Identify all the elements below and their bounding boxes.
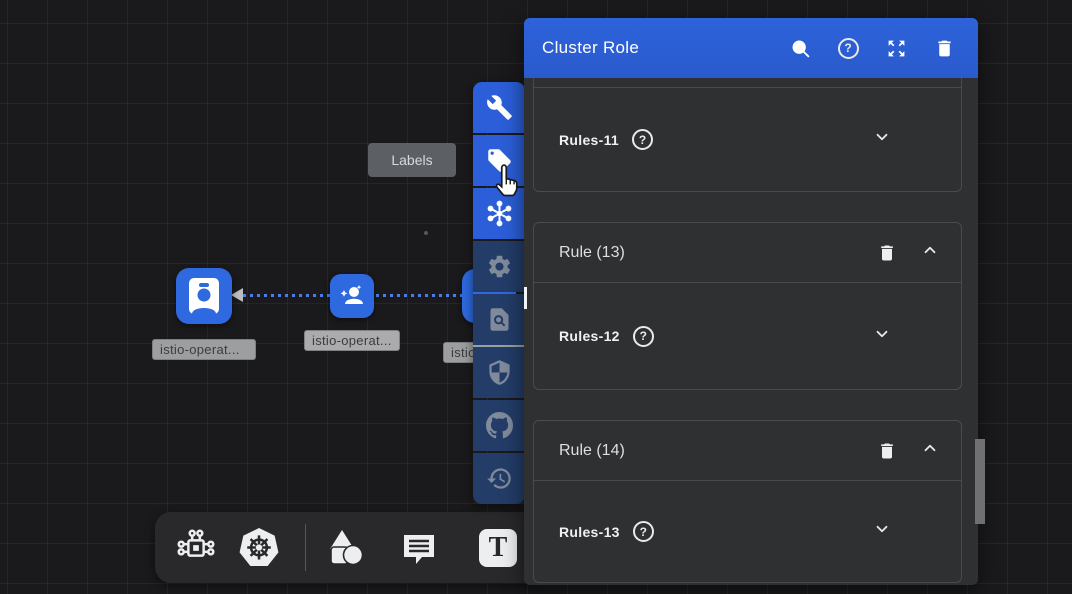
rule-header-label: Rule (14): [559, 441, 625, 459]
rules-row-13[interactable]: Rules-13 ?: [534, 481, 961, 582]
help-glyph: ?: [844, 41, 852, 55]
find-document-button[interactable]: [473, 294, 525, 345]
bottom-toolbar: T: [155, 512, 541, 583]
rules-label: Rules-11: [559, 131, 619, 148]
toolbar-divider: [305, 524, 306, 571]
id-badge-icon: [189, 278, 219, 314]
rule-card-13: Rule (13) Rules-12 ?: [533, 222, 962, 390]
hub-button[interactable]: [473, 188, 525, 239]
node-istio-1[interactable]: [176, 268, 232, 324]
help-icon[interactable]: ?: [632, 129, 653, 150]
labels-tooltip: Labels: [368, 143, 456, 177]
gear-icon: [488, 255, 510, 278]
help-button[interactable]: ?: [836, 36, 860, 60]
hub-icon: [487, 200, 511, 227]
panel-body: Rules-11 ? Rule (13) Rules-12 ?: [524, 78, 978, 585]
trash-icon: [881, 443, 893, 458]
rules-label: Rules-13: [559, 523, 620, 540]
shield-icon: [488, 360, 510, 385]
chevron-down-icon[interactable]: [873, 325, 891, 348]
labels-tooltip-text: Labels: [391, 152, 433, 168]
chevron-down-icon[interactable]: [873, 128, 891, 151]
github-icon: [485, 412, 513, 439]
chevron-up-icon[interactable]: [921, 439, 939, 462]
search-button[interactable]: [788, 36, 812, 60]
hand-cursor: [489, 163, 523, 208]
panel-scrollbar-thumb[interactable]: [975, 439, 985, 524]
edge-node2-to-node1: [243, 294, 331, 297]
shapes-icon: [330, 530, 364, 566]
comment-button[interactable]: [397, 526, 441, 570]
edge-node2-to-node3: [376, 294, 464, 297]
help-icon: ?: [837, 37, 859, 59]
canvas-dot: [424, 231, 428, 235]
trash-icon: [937, 40, 951, 56]
tools-button[interactable]: [473, 82, 525, 133]
chevron-up-icon[interactable]: [921, 241, 939, 264]
rule-card-14: Rule (14) Rules-13 ?: [533, 420, 962, 583]
rule-card-header: Rule (14): [534, 421, 961, 481]
text-tool-icon: T: [479, 529, 517, 567]
help-glyph: ?: [639, 524, 647, 539]
rules-row-11[interactable]: Rules-11 ?: [534, 88, 961, 191]
wrench-icon: [486, 95, 512, 120]
node-label-2: istio-operat...: [304, 330, 400, 351]
circuit-icon: [177, 529, 215, 557]
security-button[interactable]: [473, 347, 525, 398]
document-search-icon: [490, 308, 508, 331]
node-istio-2[interactable]: [330, 274, 374, 318]
history-button[interactable]: [473, 453, 525, 504]
help-glyph: ?: [638, 132, 647, 147]
edge-arrowhead: [231, 288, 243, 302]
comment-icon: [404, 535, 434, 564]
panel-header: Cluster Role ?: [524, 18, 978, 78]
rules-row-12[interactable]: Rules-12 ?: [534, 283, 961, 389]
rule-card-header: Rule (13): [534, 223, 961, 283]
help-icon[interactable]: ?: [632, 325, 654, 347]
rule-header-label: Rule (13): [559, 243, 625, 261]
rules-label: Rules-12: [559, 328, 620, 344]
text-tool-button[interactable]: T: [476, 526, 520, 570]
settings-button[interactable]: [473, 241, 525, 292]
node-label-1: istio-operat...: [152, 339, 256, 360]
kubernetes-button[interactable]: [237, 526, 281, 570]
kubernetes-icon: [239, 528, 279, 566]
search-icon: [792, 40, 809, 57]
hidden-node-sliver: [524, 287, 527, 309]
help-glyph: ?: [639, 329, 647, 343]
cluster-role-panel: Cluster Role ? Rules-11 ? Rul: [524, 18, 978, 585]
expand-icon: [888, 40, 904, 56]
shapes-button[interactable]: [323, 526, 367, 570]
delete-rule-button[interactable]: [877, 243, 897, 263]
github-button[interactable]: [473, 400, 525, 451]
trash-icon: [881, 245, 893, 260]
chevron-down-icon[interactable]: [873, 520, 891, 543]
delete-panel-button[interactable]: [932, 36, 956, 60]
delete-rule-button[interactable]: [877, 441, 897, 461]
help-icon[interactable]: ?: [632, 521, 654, 542]
text-tool-letter: T: [488, 532, 508, 563]
expand-button[interactable]: [884, 36, 908, 60]
graph-view-button[interactable]: [174, 526, 218, 570]
user-add-icon: [340, 285, 363, 304]
rule-card-partial: Rules-11 ?: [533, 78, 962, 192]
panel-title: Cluster Role: [542, 38, 640, 57]
vertical-toolbar: [473, 82, 525, 504]
history-icon: [486, 468, 511, 489]
